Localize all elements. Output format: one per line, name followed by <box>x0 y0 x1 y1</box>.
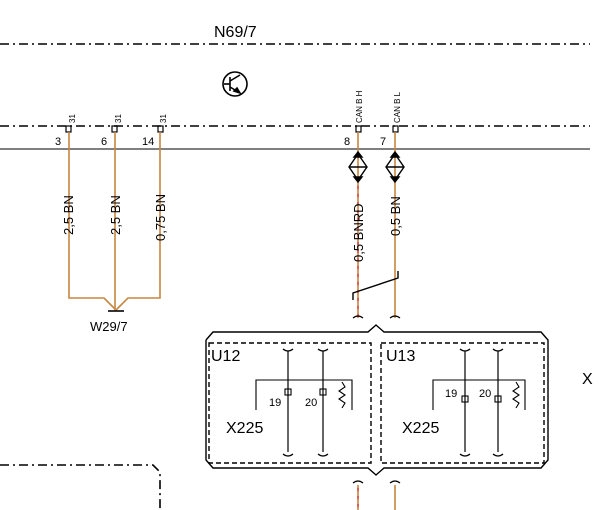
ground-wires <box>68 132 161 311</box>
pin-8-number: 8 <box>344 136 350 148</box>
pin-14-signal: 31 <box>159 114 168 123</box>
pin-7: CAN B L 7 <box>380 91 402 148</box>
splice-u12-pin-b: 20 <box>305 397 317 409</box>
wire-8-break-bottom <box>352 480 364 484</box>
pin-3-number: 3 <box>55 136 61 148</box>
splice-u13: U13 19 20 X225 <box>380 342 545 464</box>
pin-6-number: 6 <box>101 136 107 148</box>
pin-14-number: 14 <box>142 136 154 148</box>
splice-u13-connector: X225 <box>402 420 439 437</box>
wire-3-spec: 2,5 BN <box>61 195 76 235</box>
transistor-icon <box>222 71 248 97</box>
wire-8-spec: 0,5 BNRD <box>351 203 366 262</box>
pin-7-number: 7 <box>380 136 386 148</box>
splice-u12-name: U12 <box>211 348 240 365</box>
wire-7-break-top <box>389 315 401 319</box>
wire-6-spec: 2,5 BN <box>108 195 123 235</box>
splice-u13-pin-a: 19 <box>445 388 457 400</box>
wire-7-break-bottom <box>389 480 401 484</box>
splice-u12-connector: X225 <box>226 420 263 437</box>
wire-8-break-top <box>352 315 364 319</box>
twist-marker-8 <box>348 150 368 184</box>
pin-3-signal: 31 <box>68 114 77 123</box>
pin-8-signal: CAN B H <box>355 90 364 123</box>
wire-14-spec: 0,75 BN <box>153 194 168 241</box>
pin-7-signal: CAN B L <box>393 91 402 123</box>
pin-6-signal: 31 <box>114 114 123 123</box>
ground-point-label: W29/7 <box>90 319 128 334</box>
edge-marker: X <box>582 371 593 388</box>
wire-7-spec: 0,5 BN <box>388 196 403 236</box>
pin-14: 31 14 <box>142 114 168 148</box>
module-title: N69/7 <box>214 24 257 41</box>
splice-u12: U12 19 20 X225 <box>208 342 372 464</box>
pin-6: 31 6 <box>101 114 123 148</box>
twisted-pair-indicator <box>352 271 399 300</box>
splice-u12-pin-a: 19 <box>269 397 281 409</box>
splice-u13-name: U13 <box>386 348 415 365</box>
pin-3: 31 3 <box>55 114 77 148</box>
splice-u13-pin-b: 20 <box>479 388 491 400</box>
twist-marker-7 <box>385 150 405 184</box>
lower-component-boundary <box>0 464 161 510</box>
splice-housing <box>205 324 549 476</box>
pin-8: CAN B H 8 <box>344 90 364 148</box>
